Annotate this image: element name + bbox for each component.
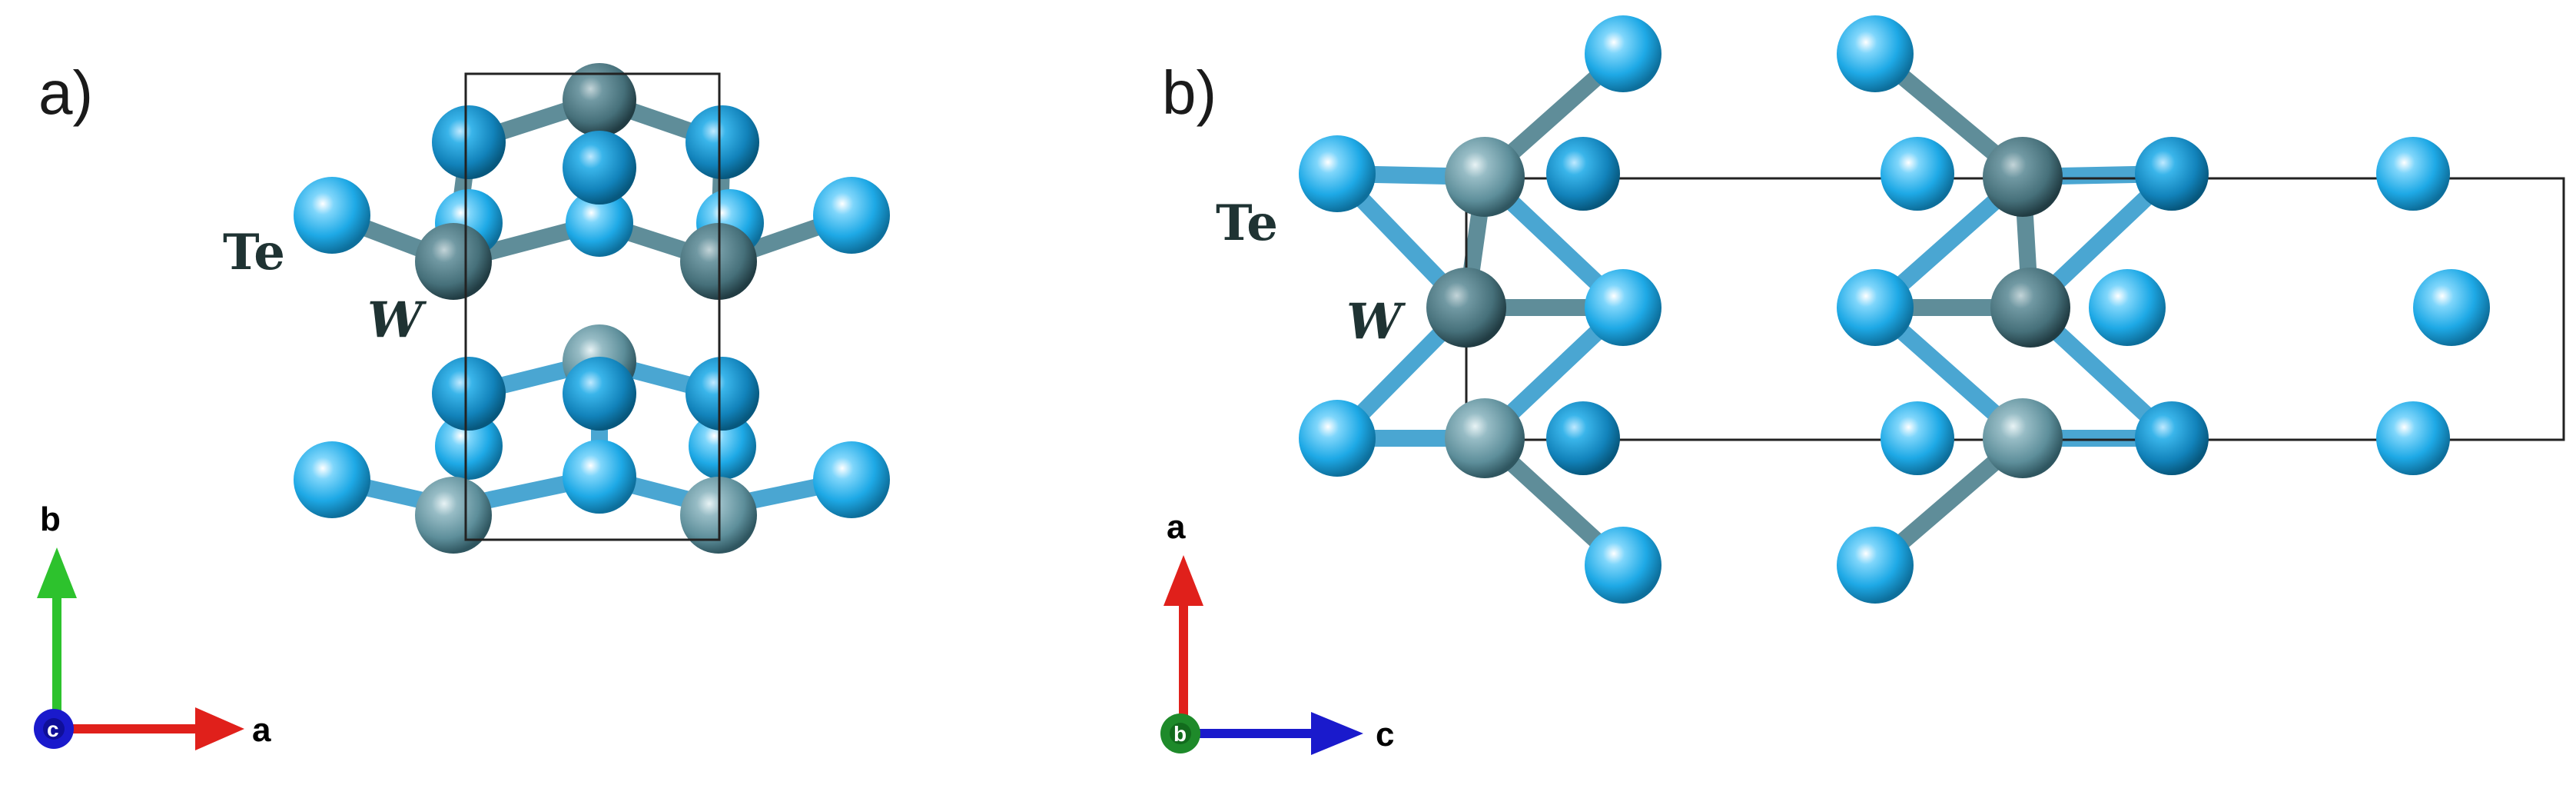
panel-a-unit-cell xyxy=(464,72,721,541)
w-atom xyxy=(563,63,636,137)
panel-b-atoms xyxy=(1299,15,2490,604)
te-atom xyxy=(1546,401,1620,475)
panel-a-axes: c b a xyxy=(34,501,271,750)
panel-b-axis-vertical-label: a xyxy=(1167,508,1186,546)
te-atom xyxy=(1837,269,1914,346)
te-atom xyxy=(2135,137,2209,211)
panel-b-axis-center-inner xyxy=(1170,723,1191,744)
te-atom xyxy=(1881,137,1954,211)
panel-b-te-label: Te xyxy=(1216,195,1278,252)
te-atom xyxy=(689,412,756,480)
te-atom xyxy=(2376,401,2450,475)
panel-b-axis-vertical-arrow xyxy=(1164,555,1203,606)
panel-b-w-label: W xyxy=(1346,293,1406,351)
panel-a-te-label: Te xyxy=(223,224,285,281)
w-atom xyxy=(1983,398,2063,478)
te-atom xyxy=(1585,527,1661,604)
te-atom xyxy=(2135,401,2209,475)
w-atom xyxy=(1983,137,2063,217)
panel-b-axes: b a c xyxy=(1160,508,1394,755)
panel-a-axis-horizontal-arrow xyxy=(195,707,244,750)
te-atom xyxy=(813,441,890,518)
panel-a-w-label: W xyxy=(367,291,427,349)
te-atom xyxy=(1585,15,1661,92)
w-atom xyxy=(415,223,492,300)
te-atom xyxy=(435,412,503,480)
te-atom xyxy=(2089,269,2166,346)
te-atom xyxy=(563,440,636,514)
panel-b-label: b) xyxy=(1162,58,1217,127)
te-atom xyxy=(1299,400,1376,477)
panel-a-axis-vertical-arrow xyxy=(37,547,77,598)
panel-a-atoms xyxy=(294,63,890,554)
te-atom xyxy=(1881,401,1954,475)
te-atom xyxy=(566,189,633,257)
te-atom xyxy=(1299,135,1376,212)
te-atom xyxy=(294,441,370,518)
te-atom xyxy=(1585,269,1661,346)
w-atom xyxy=(415,477,492,554)
te-atom xyxy=(1837,527,1914,604)
panel-a-label: a) xyxy=(38,58,93,127)
panel-b-axis-center-label: b xyxy=(1173,722,1187,746)
panel-a-axis-center-label: c xyxy=(47,717,59,741)
te-atom xyxy=(685,105,759,179)
te-atom xyxy=(685,357,759,431)
te-atom xyxy=(563,357,636,431)
w-atom xyxy=(1426,268,1506,348)
w-atom xyxy=(1990,268,2070,348)
te-atom xyxy=(2413,269,2490,346)
panel-b-axis-horizontal-arrow xyxy=(1311,712,1363,755)
te-atom xyxy=(2376,137,2450,211)
te-atom xyxy=(294,177,370,254)
te-atom xyxy=(1546,137,1620,211)
te-atom xyxy=(1837,15,1914,92)
te-atom xyxy=(813,177,890,254)
w-atom xyxy=(1445,137,1525,217)
panel-a-axis-vertical-label: b xyxy=(40,501,61,538)
te-atom xyxy=(563,131,636,205)
panel-a-axis-center-inner xyxy=(43,718,65,740)
panel-a-axis-horizontal-label: a xyxy=(252,711,271,749)
panel-b-axis-horizontal-label: c xyxy=(1376,716,1394,753)
w-atom xyxy=(1445,398,1525,478)
te-atom xyxy=(432,357,506,431)
te-atom xyxy=(432,105,506,179)
